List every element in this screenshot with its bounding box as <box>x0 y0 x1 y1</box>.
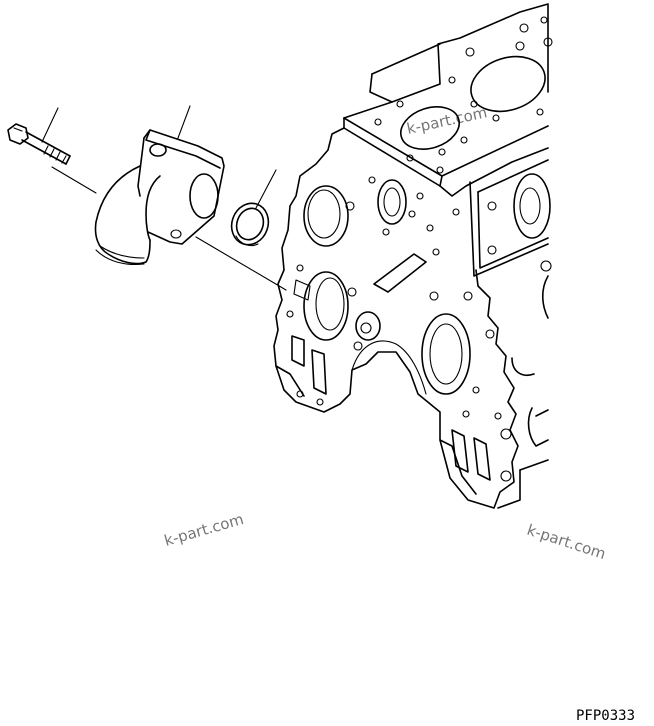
water-outlet-elbow <box>94 129 225 266</box>
engine-block <box>273 3 553 509</box>
watermark-text: k-part.com <box>162 510 245 550</box>
callout-leaders <box>41 105 287 291</box>
drawing-code: PFP0333 <box>576 708 635 724</box>
bolt-part <box>7 123 71 165</box>
watermarks: k-part.com k-part.com k-part.com <box>162 103 608 563</box>
seal-ring-part <box>230 202 270 247</box>
watermark-text: k-part.com <box>525 521 608 563</box>
